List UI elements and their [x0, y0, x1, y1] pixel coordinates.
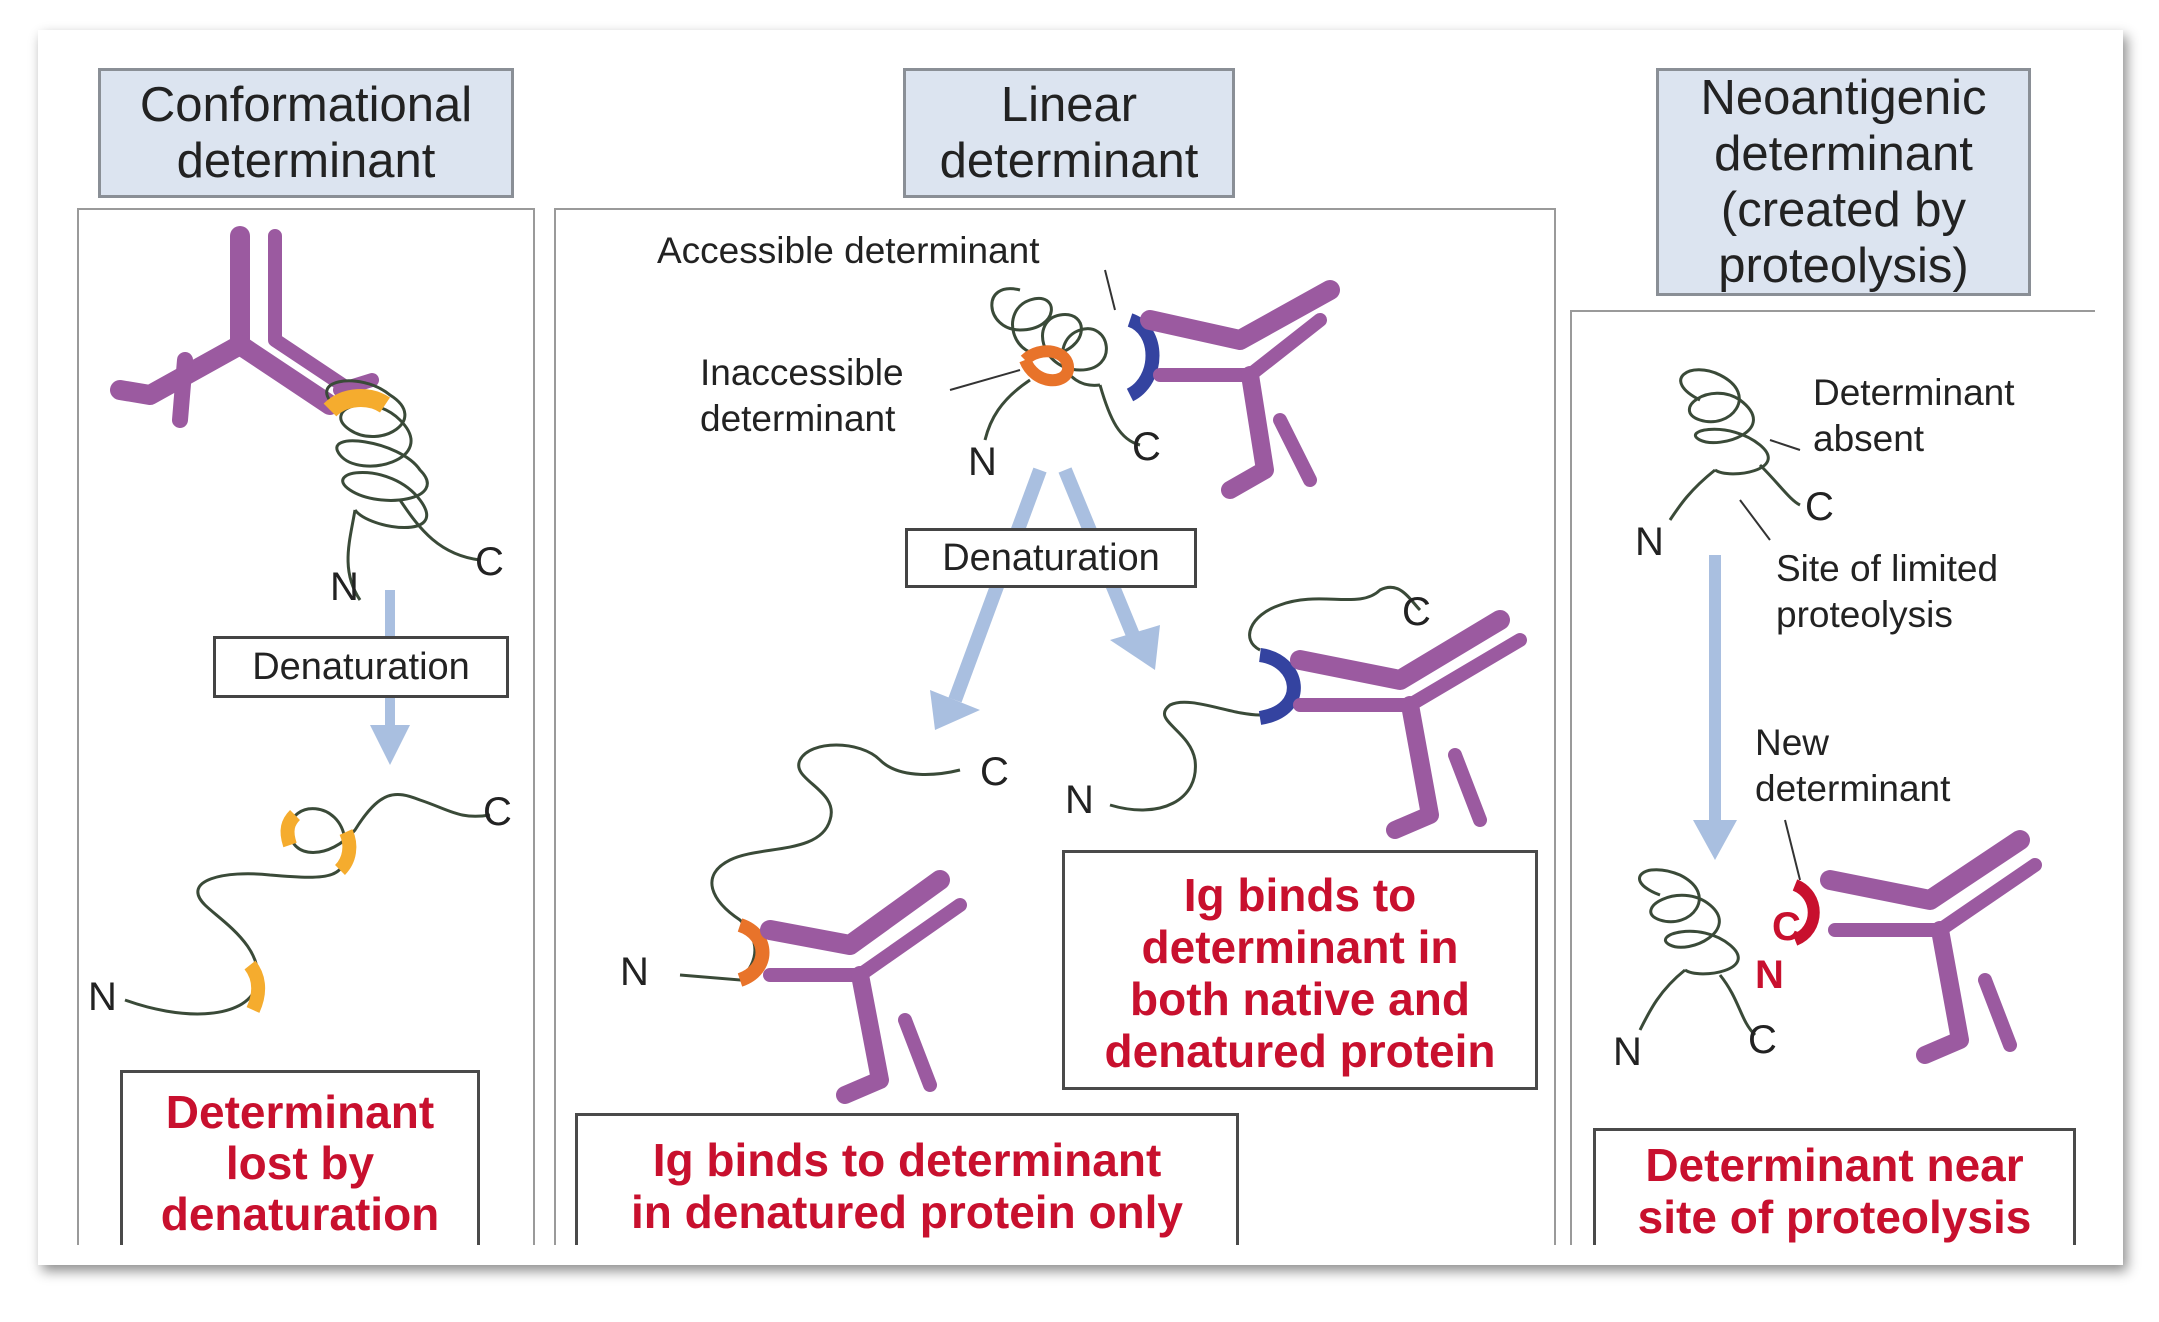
accessible-epitope [1126, 313, 1160, 402]
arrow-linear-right-head [1110, 625, 1160, 670]
inaccessible-epitope-exposed [737, 918, 770, 987]
terminus-c-2: C [1132, 425, 1161, 469]
arrow-conf-denat-head [370, 725, 410, 765]
antibody-neo [1820, 830, 2042, 1064]
terminus-c-1: C [475, 540, 504, 584]
arrow-linear-left-head [930, 690, 980, 730]
panel-neoantigenic [1570, 310, 2095, 1245]
protein-native-2 [983, 287, 1141, 447]
protein-denatured-2a [679, 743, 961, 982]
terminus-n-new: N [1755, 953, 1784, 997]
panel-conformational [77, 208, 535, 1245]
protein-native-3 [1668, 368, 1801, 521]
terminus-n-2b: N [620, 950, 649, 994]
terminus-n-2: N [968, 440, 997, 484]
terminus-n-1: N [330, 565, 359, 609]
conformational-epitope-fragments [244, 810, 357, 1013]
caption-denatured-only: Ig binds to determinant in denatured pro… [575, 1113, 1239, 1245]
conformational-epitope [323, 389, 390, 417]
label-new-determinant: New determinant [1755, 722, 1951, 809]
new-epitope [1792, 879, 1820, 946]
protein-native-1 [325, 379, 481, 601]
terminus-n-1b: N [88, 975, 117, 1019]
antibody-linear-top [1140, 280, 1340, 499]
terminus-c-new: C [1772, 905, 1801, 949]
header-neoantigenic: Neoantigenic determinant (created by pro… [1656, 68, 2031, 296]
label-leaders [949, 269, 1801, 881]
caption-both: Ig binds to determinant in both native a… [1062, 850, 1538, 1090]
terminus-c-1b: C [483, 790, 512, 834]
terminus-n-2c: N [1065, 778, 1094, 822]
accessible-epitope-denatured [1258, 648, 1301, 725]
caption-near-site: Determinant near site of proteolysis [1593, 1128, 2076, 1245]
terminus-c-3: C [1805, 485, 1834, 529]
header-linear: Linear determinant [903, 68, 1235, 198]
label-site: Site of limited proteolysis [1776, 548, 1999, 635]
terminus-c-2b: C [980, 750, 1009, 794]
label-accessible: Accessible determinant [657, 230, 1040, 271]
label-inaccessible: Inaccessible determinant [700, 352, 904, 439]
protein-cleaved-3 [1638, 868, 1757, 1037]
label-absent: Determinant absent [1813, 372, 2015, 459]
terminus-n-3b: N [1613, 1030, 1642, 1074]
header-conformational: Conformational determinant [98, 68, 514, 198]
antibody-conformational [110, 226, 379, 428]
protein-denatured-2b [1109, 586, 1422, 812]
caption-lost: Determinant lost by denaturation [120, 1070, 480, 1245]
denaturation-label-2: Denaturation [905, 528, 1197, 588]
terminus-c-2c: C [1402, 590, 1431, 634]
terminus-n-3: N [1635, 520, 1664, 564]
inaccessible-epitope [1019, 345, 1074, 387]
antibody-linear-bl [760, 870, 967, 1104]
antibody-linear-br [1290, 610, 1527, 839]
denaturation-label-1: Denaturation [213, 636, 509, 698]
arrow-neo-head [1693, 820, 1737, 860]
panel-linear [554, 208, 1556, 1245]
terminus-c-3b: C [1748, 1018, 1777, 1062]
protein-denatured-1 [124, 793, 491, 1016]
